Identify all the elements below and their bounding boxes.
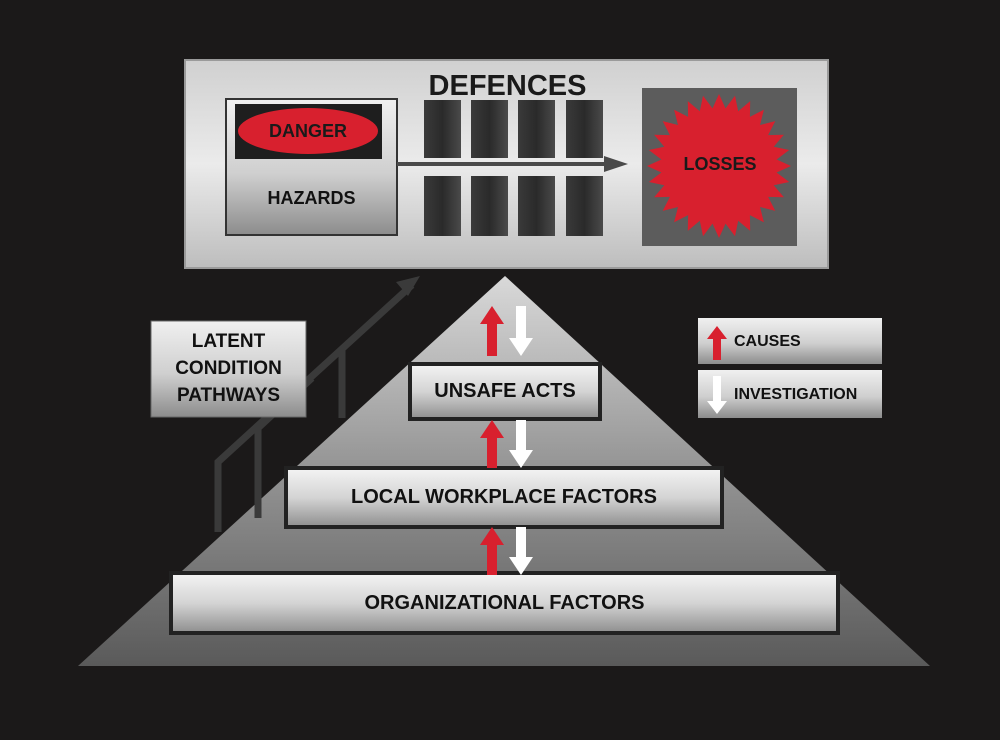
- investigation-down-arrow-icon: [509, 527, 533, 575]
- hazards-label: HAZARDS: [267, 187, 356, 208]
- defence-slot: [424, 100, 461, 158]
- legend-investigation-label: INVESTIGATION: [734, 386, 858, 403]
- defence-slot: [518, 100, 555, 158]
- investigation-arrow-icon: [707, 376, 727, 414]
- cause-up-arrow-icon: [480, 420, 504, 468]
- defence-slot: [566, 176, 603, 236]
- investigation-down-arrow-icon: [509, 306, 533, 356]
- defence-slot: [424, 176, 461, 236]
- unsafe-acts-box: [408, 362, 602, 421]
- danger-label: DANGER: [268, 120, 347, 141]
- defence-slot: [566, 100, 603, 158]
- defence-slot: [471, 176, 508, 236]
- defence-slots: [424, 100, 603, 236]
- legend-causes-label: CAUSES: [734, 333, 801, 350]
- legend-investigation-box: [698, 370, 882, 418]
- danger-ellipse: [238, 108, 378, 154]
- defences-title: DEFENCES: [428, 69, 587, 102]
- legend-causes-box: [698, 318, 882, 364]
- latent-label-line3: PATHWAYS: [176, 385, 281, 406]
- losses-label: LOSSES: [683, 153, 757, 174]
- organizational-factors-label: ORGANIZATIONAL FACTORS: [364, 591, 645, 614]
- local-workplace-factors-box: [284, 466, 724, 529]
- losses-starburst-icon: [647, 94, 791, 238]
- latent-label-line1: LATENT: [191, 331, 266, 352]
- trajectory-arrowhead-icon: [604, 156, 628, 172]
- unsafe-acts-label: UNSAFE ACTS: [434, 380, 576, 402]
- organizational-factors-box: [169, 571, 840, 635]
- defence-slot: [518, 176, 555, 236]
- latent-pathway-line: [214, 282, 415, 532]
- latent-pathway-arrowhead-icon: [396, 276, 420, 296]
- investigation-down-arrow-icon: [509, 420, 533, 468]
- defence-slot: [471, 100, 508, 158]
- latent-label-line2: CONDITION: [175, 358, 282, 379]
- cause-up-arrow-icon: [480, 527, 504, 575]
- cause-up-arrow-icon: [480, 306, 504, 356]
- local-workplace-factors-label: LOCAL WORKPLACE FACTORS: [351, 486, 657, 508]
- pyramid-arrows: [480, 306, 533, 575]
- latent-pathways-box: [150, 320, 307, 418]
- causes-arrow-icon: [707, 326, 727, 360]
